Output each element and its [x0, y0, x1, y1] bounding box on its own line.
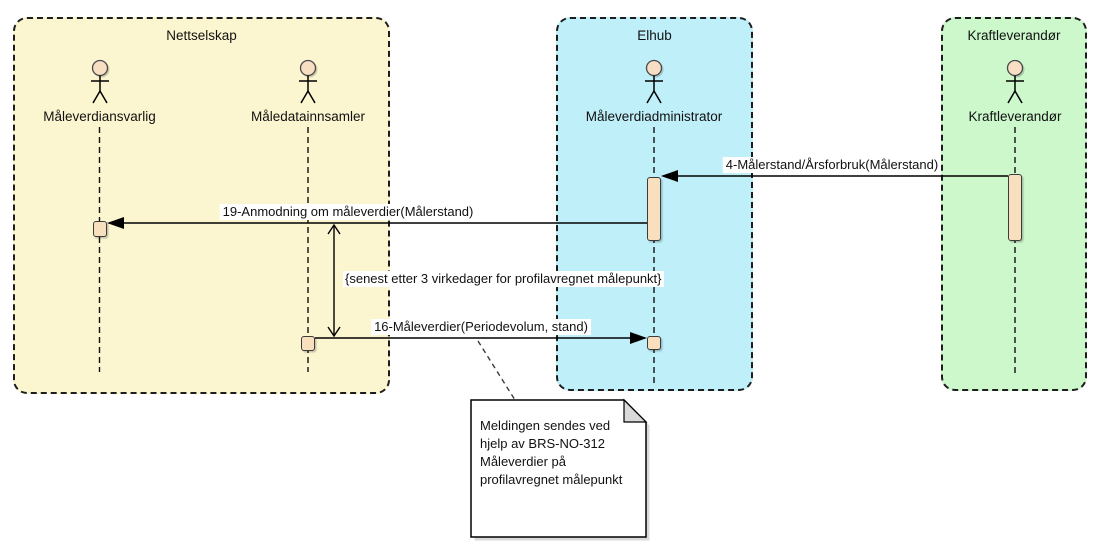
message-label-16: 16-Måleverdier(Periodevolum, stand) [371, 319, 591, 335]
actor-label-maledatainnsamler: Måledatainnsamler [250, 109, 366, 124]
frame-title-elhub: Elhub [637, 28, 672, 43]
message-label-4: 4-Målerstand/Årsforbruk(Målerstand) [722, 157, 942, 173]
activation-maleverdiadministrator-receive [647, 336, 661, 350]
frame-title-nettselskap: Nettselskap [166, 28, 237, 43]
message-label-19: 19-Anmodning om måleverdier(Målerstand) [219, 204, 477, 220]
duration-constraint-label: {senest etter 3 virkedager for profilavr… [343, 271, 664, 287]
actor-label-maleverdiansvarlig: Måleverdiansvarlig [43, 109, 156, 124]
note-text: Meldingen sendes ved hjelp av BRS-NO-312… [480, 418, 623, 487]
activation-maleverdiadministrator-main [647, 177, 661, 241]
note-connector [477, 340, 516, 401]
actor-figure-kraftleverandor [1006, 59, 1025, 104]
actor-figure-maleverdiadministrator [645, 59, 664, 104]
actor-figure-maleverdiansvarlig [90, 59, 109, 104]
activation-maleverdiansvarlig [93, 221, 107, 237]
actor-label-maleverdiadministrator: Måleverdiadministrator [585, 109, 723, 124]
actor-label-kraftleverandor: Kraftleverandør [968, 109, 1062, 124]
actor-figure-maledatainnsamler [299, 59, 318, 104]
frame-title-kraftleverandor: Kraftleverandør [967, 28, 1061, 43]
activation-maledatainnsamler [301, 336, 315, 351]
activation-kraftleverandor [1008, 174, 1022, 241]
